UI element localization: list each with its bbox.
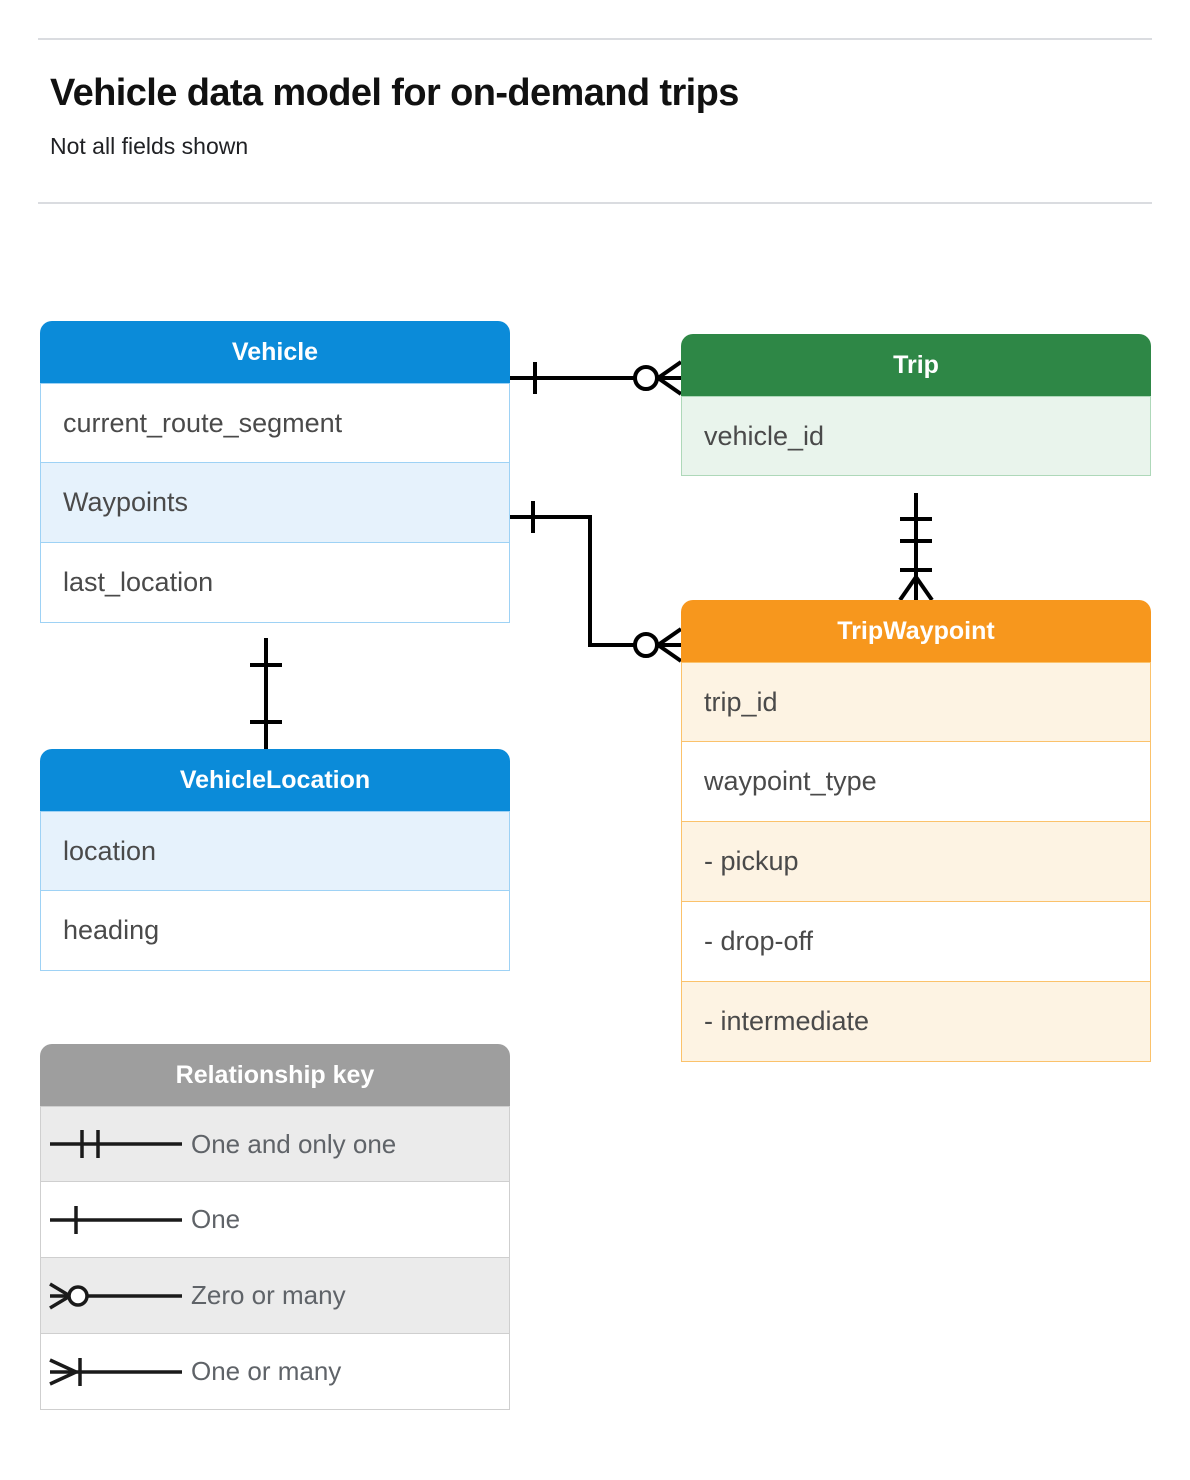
- entity-vehiclelocation-field-location: location: [40, 811, 510, 891]
- entity-vehiclelocation[interactable]: VehicleLocation location heading: [40, 749, 510, 971]
- relationship-key-title: Relationship key: [40, 1044, 510, 1106]
- legend-label-zero-or-many: Zero or many: [191, 1280, 346, 1310]
- legend-row-one-and-only-one: One and only one: [40, 1106, 510, 1182]
- entity-tripwaypoint-field-waypoint-type: waypoint_type: [681, 742, 1151, 822]
- legend-row-one: One: [40, 1182, 510, 1258]
- entity-vehicle-field-waypoints: Waypoints: [40, 463, 510, 543]
- entity-tripwaypoint-title: TripWaypoint: [681, 600, 1151, 662]
- legend-row-one-or-many: One or many: [40, 1334, 510, 1410]
- legend-label-one-and-only-one: One and only one: [191, 1128, 397, 1159]
- page-subtitle: Not all fields shown: [50, 133, 249, 159]
- legend-row-zero-or-many: Zero or many: [40, 1258, 510, 1334]
- entity-tripwaypoint-field-pickup: - pickup: [681, 822, 1151, 902]
- entity-tripwaypoint-field-drop-off: - drop-off: [681, 902, 1151, 982]
- entity-tripwaypoint-field-trip-id: trip_id: [681, 662, 1151, 742]
- entity-vehicle-field-last-location: last_location: [40, 543, 510, 623]
- entity-vehicle-field-current-route-segment: current_route_segment: [40, 383, 510, 463]
- legend-label-one-or-many: One or many: [191, 1356, 342, 1386]
- header-divider-bottom: [38, 202, 1152, 204]
- entity-trip-title: Trip: [681, 334, 1151, 396]
- entity-tripwaypoint[interactable]: TripWaypoint trip_id waypoint_type - pic…: [681, 600, 1151, 1062]
- connector-vehicle-vehiclelocation: [250, 638, 282, 749]
- header-divider-top: [38, 38, 1152, 40]
- connector-trip-tripwaypoint: [898, 493, 934, 602]
- entity-vehiclelocation-title: VehicleLocation: [40, 749, 510, 811]
- zero-or-many-symbol: [41, 1276, 191, 1316]
- entity-trip-field-vehicle-id: vehicle_id: [681, 396, 1151, 476]
- entity-vehicle[interactable]: Vehicle current_route_segment Waypoints …: [40, 321, 510, 623]
- entity-vehicle-title: Vehicle: [40, 321, 510, 383]
- connector-waypoints-tripwaypoint: [510, 501, 683, 663]
- relationship-key-legend: Relationship key One and only one One: [40, 1044, 510, 1410]
- entity-vehiclelocation-field-heading: heading: [40, 891, 510, 971]
- one-or-many-symbol: [41, 1352, 191, 1392]
- connector-vehicle-trip: [510, 360, 683, 396]
- entity-tripwaypoint-field-intermediate: - intermediate: [681, 982, 1151, 1062]
- legend-label-one: One: [191, 1204, 241, 1234]
- entity-trip[interactable]: Trip vehicle_id: [681, 334, 1151, 476]
- one-and-only-one-symbol: [41, 1124, 191, 1164]
- page-title: Vehicle data model for on-demand trips: [50, 72, 739, 114]
- one-symbol: [41, 1200, 191, 1240]
